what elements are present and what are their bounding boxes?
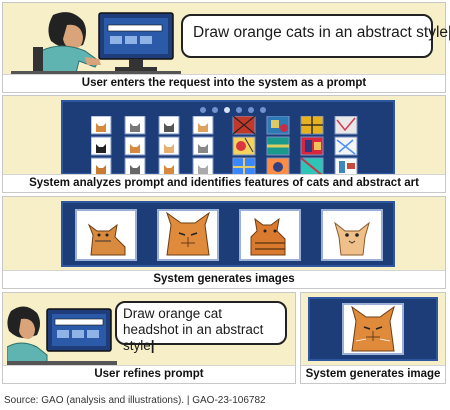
prompt-bubble-initial: Draw orange cats in an abstract style| [181, 14, 450, 58]
prompt-text-refined: Draw orange cat headshot in an abstract … [123, 306, 264, 353]
generated-image-4 [321, 209, 383, 261]
prompt-text-initial: Draw orange cats in an abstract style [193, 24, 449, 41]
source-note: Source: GAO (analysis and illustrations)… [4, 395, 266, 406]
caption-step-3: System generates images [3, 270, 445, 288]
prompt-bubble-refined: Draw orange cat headshot in an abstract … [115, 301, 287, 353]
panel-system-generates-images: System generates images [2, 196, 446, 289]
carousel-dots [200, 107, 266, 113]
caption-step-5: System generates image [301, 365, 445, 383]
final-generated-image [342, 303, 404, 355]
generated-image-1 [75, 209, 137, 261]
panel-system-analyzes: System analyzes prompt and identifies fe… [2, 95, 446, 193]
generated-image-2 [157, 209, 219, 261]
panel-user-refines-prompt: Draw orange cat headshot in an abstract … [2, 292, 296, 384]
user-at-computer-illustration [11, 12, 181, 77]
panel-user-enters-prompt: Draw orange cats in an abstract style| U… [2, 2, 450, 93]
caption-step-1: User enters the request into the system … [3, 74, 445, 92]
panel-system-generates-image: System generates image [300, 292, 446, 384]
generated-image-3 [239, 209, 301, 261]
generated-images-screen [61, 201, 395, 267]
user-refining-illustration [7, 306, 117, 365]
caption-step-2: System analyzes prompt and identifies fe… [3, 174, 445, 192]
analysis-screen [61, 100, 395, 176]
caption-step-4: User refines prompt [3, 365, 295, 383]
cat-and-abstract-art-grid [91, 116, 358, 176]
final-image-screen [308, 297, 438, 361]
